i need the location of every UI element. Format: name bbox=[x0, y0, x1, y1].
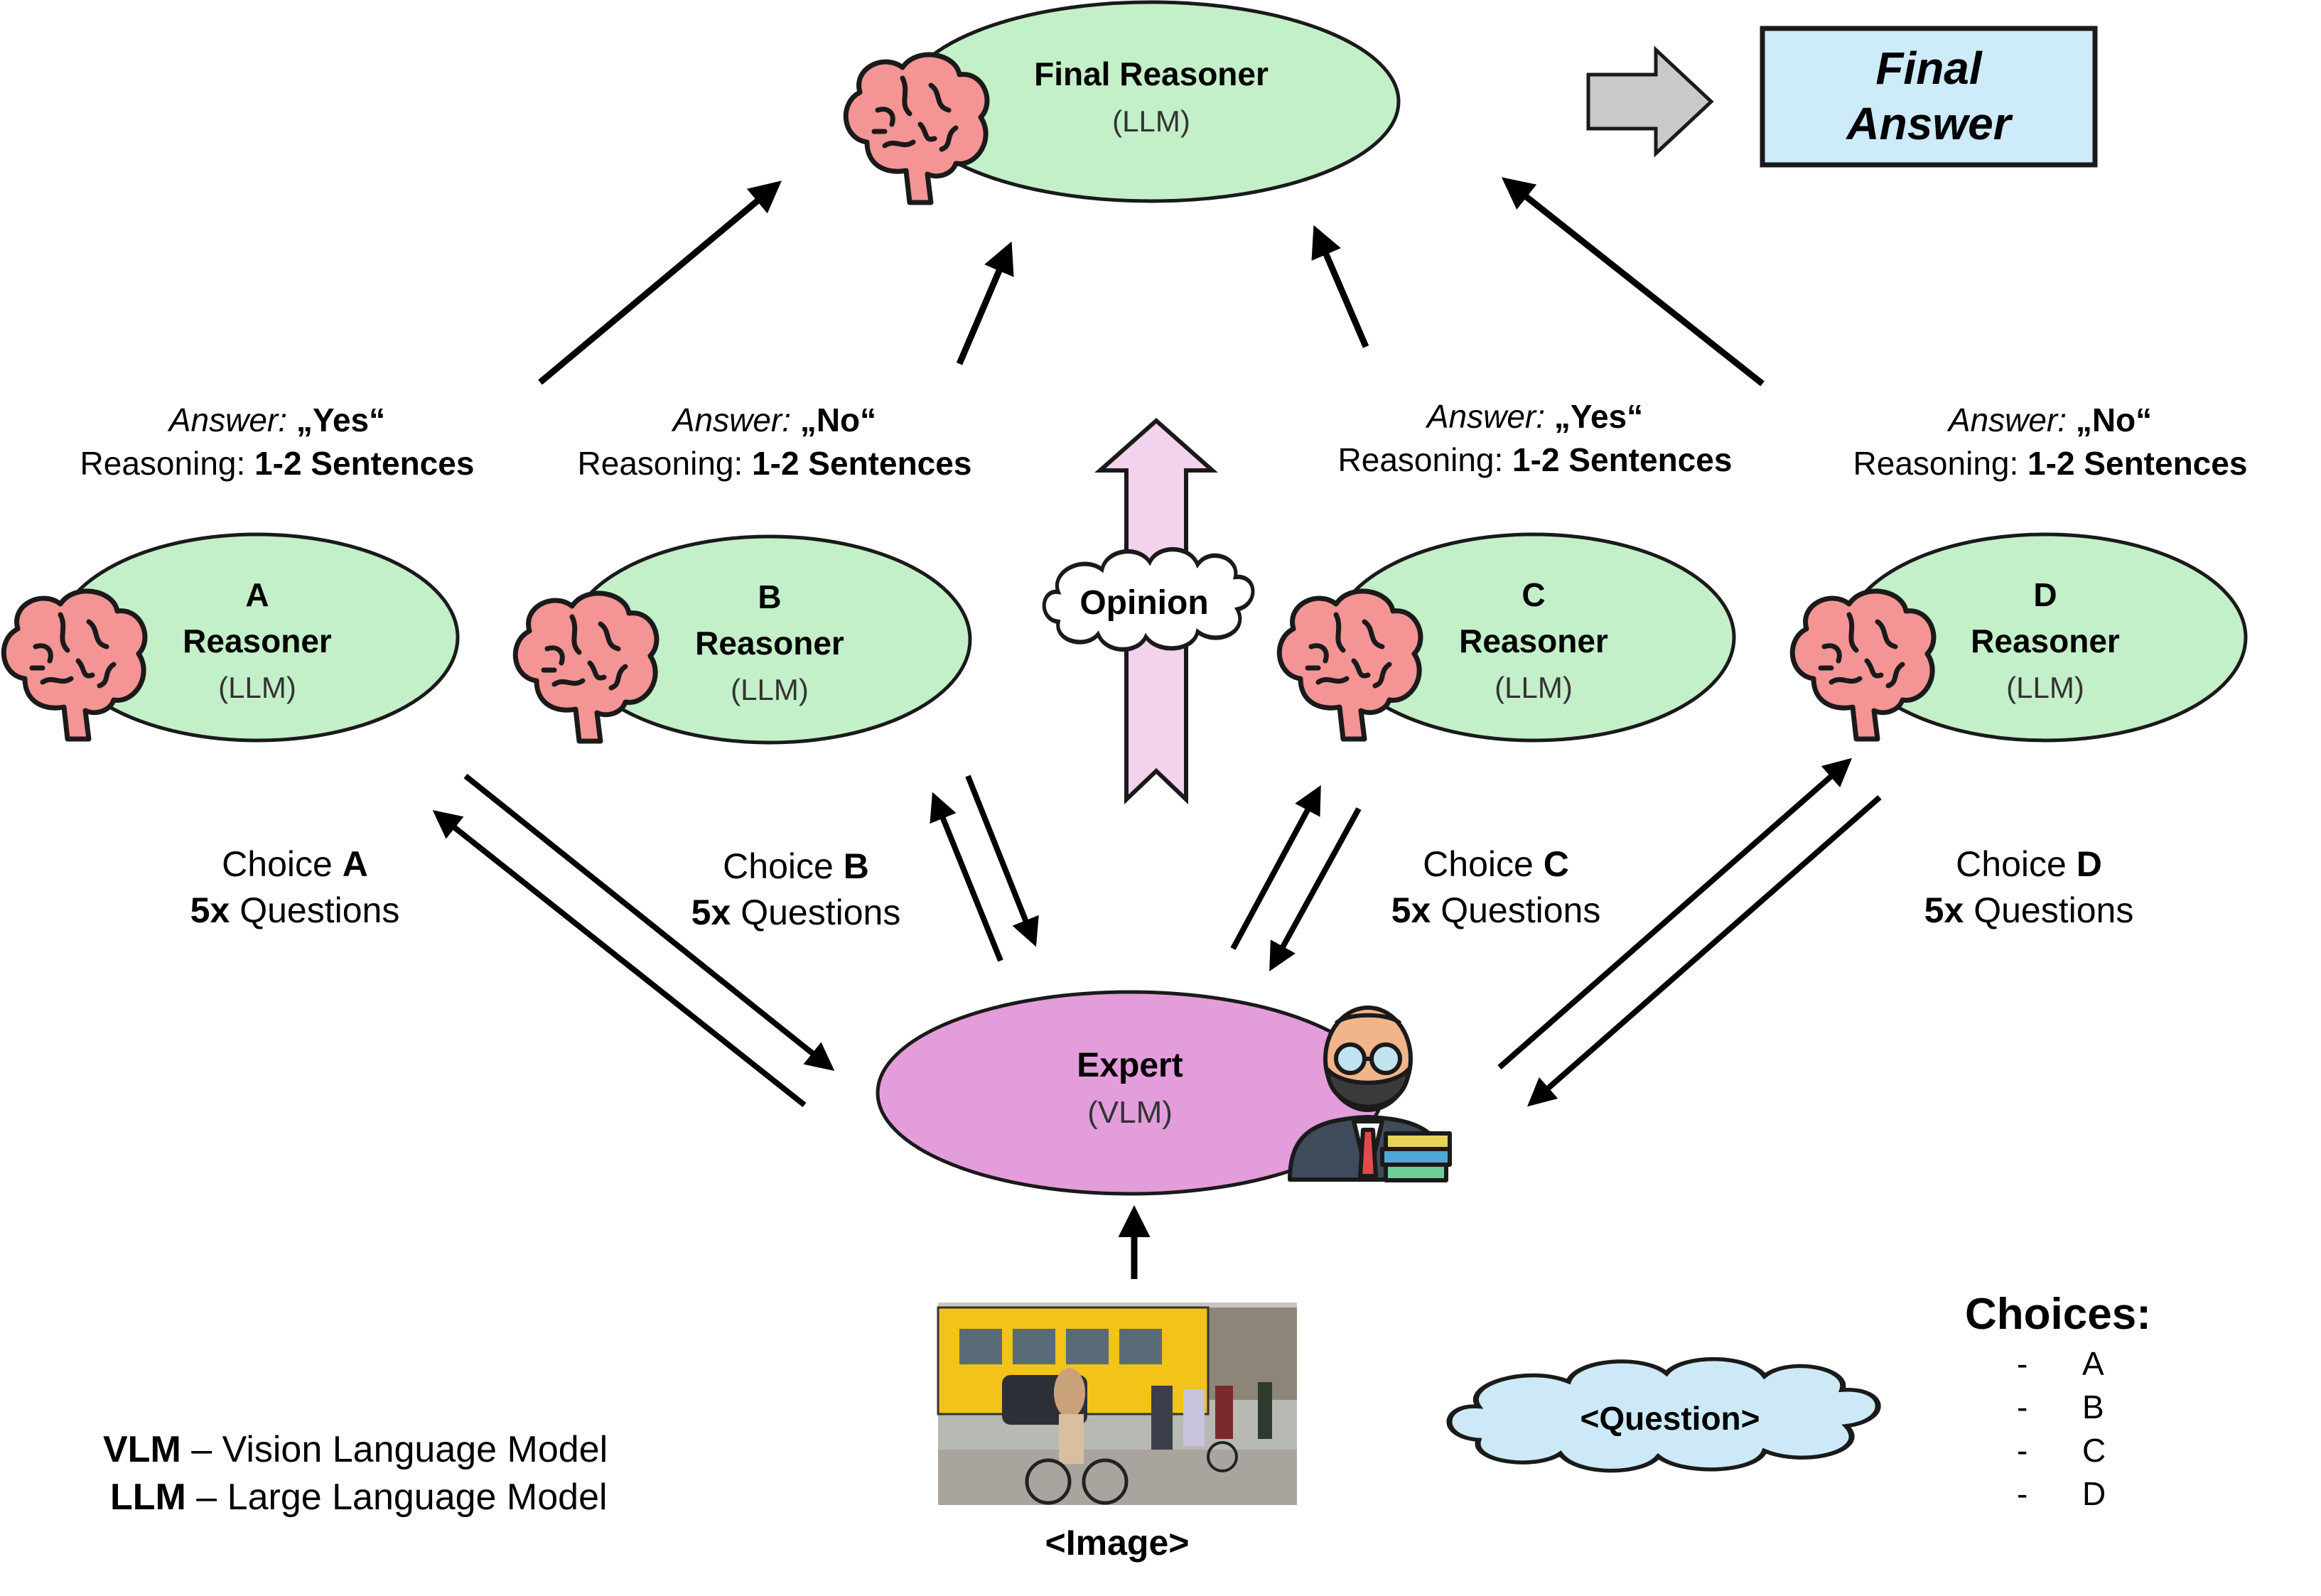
brain-icon bbox=[4, 591, 145, 739]
reasoner-a-title: Reasoner bbox=[183, 622, 332, 659]
arrow-expert-to-b bbox=[930, 792, 1003, 962]
choice-label-d: Choice D 5x Questions bbox=[1924, 844, 2134, 930]
svg-text:Choice C: Choice C bbox=[1423, 844, 1569, 884]
expert-subtitle: (VLM) bbox=[1087, 1095, 1173, 1130]
svg-text:5x Questions: 5x Questions bbox=[1924, 890, 2134, 930]
svg-text:Choice A: Choice A bbox=[222, 844, 368, 884]
svg-text:Answer: „No“: Answer: „No“ bbox=[671, 401, 876, 438]
arrow-a-to-final bbox=[538, 180, 782, 385]
reasoner-c-letter: C bbox=[1522, 576, 1545, 613]
reasoner-b-letter: B bbox=[758, 578, 781, 615]
input-image bbox=[937, 1303, 1297, 1505]
choice-item: B bbox=[2082, 1389, 2104, 1425]
reasoner-c-node: C Reasoner (LLM) bbox=[1279, 532, 1736, 743]
reasoner-b-subtitle: (LLM) bbox=[731, 673, 809, 706]
reasoner-d-node: D Reasoner (LLM) bbox=[1792, 532, 2248, 743]
reasoner-d-title: Reasoner bbox=[1971, 622, 2120, 659]
legend: VLM – Vision Language Model LLM – Large … bbox=[103, 1429, 608, 1518]
svg-text:5x Questions: 5x Questions bbox=[691, 893, 901, 932]
expert-node: Expert (VLM) bbox=[876, 990, 1452, 1196]
svg-text:Choice B: Choice B bbox=[723, 846, 869, 886]
reasoner-a-letter: A bbox=[245, 576, 269, 613]
svg-text:Reasoning: 1-2 Sentences: Reasoning: 1-2 Sentences bbox=[1338, 441, 1733, 478]
arrow-c-to-expert bbox=[1269, 807, 1362, 972]
final-reasoner-title: Final Reasoner bbox=[1034, 55, 1269, 92]
reasoner-a-node: A Reasoner (LLM) bbox=[4, 532, 460, 743]
answer-arrows bbox=[538, 177, 1765, 387]
svg-text:Reasoning: 1-2 Sentences: Reasoning: 1-2 Sentences bbox=[1853, 445, 2248, 482]
answer-label-a: Answer: „Yes“ Reasoning: 1-2 Sentences bbox=[80, 401, 475, 482]
legend-llm: LLM – Large Language Model bbox=[110, 1477, 608, 1518]
reasoner-c-title: Reasoner bbox=[1459, 622, 1608, 659]
reasoner-b-title: Reasoner bbox=[695, 625, 844, 662]
reasoner-c-subtitle: (LLM) bbox=[1495, 671, 1573, 704]
svg-text:5x Questions: 5x Questions bbox=[190, 890, 400, 930]
svg-text:Choice D: Choice D bbox=[1956, 844, 2102, 884]
choice-dash: - bbox=[2017, 1345, 2027, 1382]
choice-label-a: Choice A 5x Questions bbox=[190, 844, 400, 930]
choice-label-b: Choice B 5x Questions bbox=[691, 846, 901, 932]
question-arrows bbox=[432, 757, 1882, 1108]
brain-icon bbox=[515, 593, 657, 741]
expert-title: Expert bbox=[1077, 1047, 1183, 1084]
svg-text:Answer: „No“: Answer: „No“ bbox=[1946, 401, 2152, 438]
choice-dash: - bbox=[2017, 1475, 2027, 1512]
arrow-expert-to-c bbox=[1230, 784, 1321, 950]
brain-icon bbox=[1792, 591, 1934, 739]
brain-icon bbox=[1279, 591, 1421, 739]
svg-text:Answer: „Yes“: Answer: „Yes“ bbox=[1425, 398, 1643, 435]
answer-label-c: Answer: „Yes“ Reasoning: 1-2 Sentences bbox=[1338, 398, 1733, 478]
arrow-b-to-expert bbox=[965, 775, 1039, 947]
choice-label-c: Choice C 5x Questions bbox=[1391, 844, 1601, 930]
choice-item: C bbox=[2082, 1432, 2106, 1469]
svg-text:Reasoning: 1-2 Sentences: Reasoning: 1-2 Sentences bbox=[80, 445, 475, 482]
answer-label-d: Answer: „No“ Reasoning: 1-2 Sentences bbox=[1853, 401, 2248, 482]
final-reasoner-subtitle: (LLM) bbox=[1112, 104, 1190, 138]
image-label: <Image> bbox=[1045, 1523, 1190, 1563]
answer-label-b: Answer: „No“ Reasoning: 1-2 Sentences bbox=[578, 401, 972, 482]
reasoner-a-subtitle: (LLM) bbox=[218, 671, 296, 704]
choice-item: D bbox=[2082, 1475, 2106, 1512]
question-label: <Question> bbox=[1580, 1400, 1760, 1437]
svg-text:Answer: „Yes“: Answer: „Yes“ bbox=[167, 401, 385, 438]
reasoner-b-node: B Reasoner (LLM) bbox=[515, 534, 972, 745]
reasoner-d-subtitle: (LLM) bbox=[2006, 671, 2084, 704]
final-answer-line1: Final bbox=[1875, 43, 1983, 94]
arrow-expert-to-a bbox=[432, 810, 807, 1108]
legend-vlm: VLM – Vision Language Model bbox=[103, 1429, 608, 1470]
arrow-d-to-final bbox=[1501, 177, 1765, 387]
brain-icon bbox=[846, 55, 987, 203]
arrow-a-to-expert bbox=[463, 773, 835, 1071]
svg-text:Reasoning: 1-2 Sentences: Reasoning: 1-2 Sentences bbox=[578, 445, 972, 482]
choice-dash: - bbox=[2017, 1432, 2027, 1469]
final-reasoner-node: Final Reasoner (LLM) bbox=[846, 0, 1401, 203]
output-arrow-icon bbox=[1586, 45, 1714, 158]
choices-title: Choices: bbox=[1965, 1290, 2151, 1339]
choice-dash: - bbox=[2017, 1389, 2027, 1425]
choices-list: - A - B - C - D bbox=[2017, 1345, 2106, 1512]
arrow-d-to-expert bbox=[1526, 794, 1882, 1107]
svg-text:5x Questions: 5x Questions bbox=[1391, 890, 1601, 930]
professor-icon bbox=[1288, 1005, 1452, 1182]
arrow-c-to-final bbox=[1311, 225, 1369, 348]
final-answer-line2: Answer bbox=[1845, 98, 2013, 149]
arrow-expert-to-d bbox=[1497, 757, 1853, 1070]
reasoner-d-letter: D bbox=[2033, 576, 2057, 613]
choice-item: A bbox=[2082, 1345, 2104, 1382]
arrow-b-to-final bbox=[956, 241, 1014, 365]
opinion-label: Opinion bbox=[1079, 584, 1208, 622]
final-answer-box: Final Answer bbox=[1760, 26, 2098, 168]
